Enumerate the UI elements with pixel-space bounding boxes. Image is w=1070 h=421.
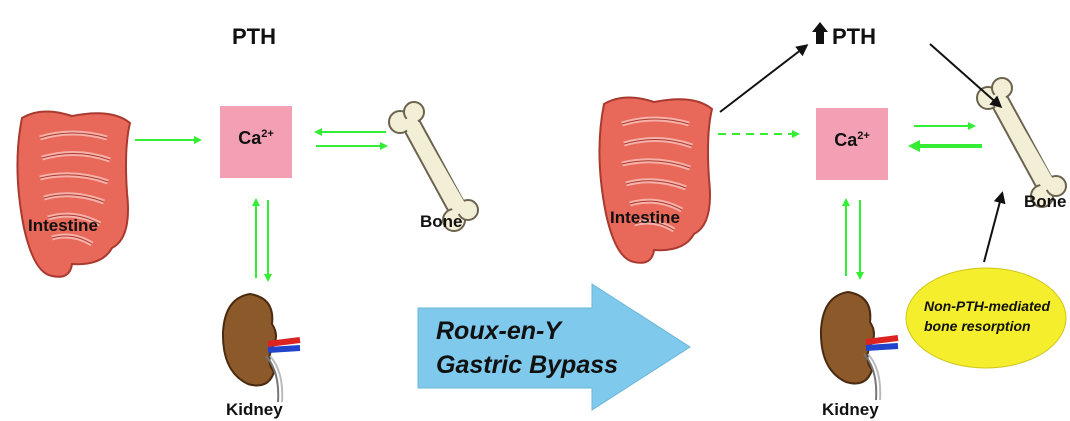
intestine-to-pth-arrow <box>720 46 806 112</box>
procedure-line-2: Gastric Bypass <box>436 348 618 382</box>
kidney-icon <box>821 292 898 400</box>
calcium-box: Ca2+ <box>816 108 888 180</box>
calcium-label: Ca2+ <box>816 130 888 151</box>
resorption-note-line-2: bone resorption <box>924 316 1050 336</box>
pth-label: PTH <box>232 24 276 50</box>
intestine-icon <box>599 97 712 262</box>
increase-icon <box>812 22 828 44</box>
resorption-note-line-1: Non-PTH-mediated <box>924 296 1050 316</box>
bone-label: Bone <box>420 212 463 232</box>
intestine-icon <box>17 111 130 276</box>
kidney-icon <box>223 294 300 402</box>
intestine-label: Intestine <box>610 208 680 228</box>
calcium-label: Ca2+ <box>220 128 292 149</box>
bone-label: Bone <box>1024 192 1067 212</box>
resorption-to-bone-arrow <box>984 194 1002 262</box>
pth-to-bone-arrow <box>930 44 1000 106</box>
procedure-line-1: Roux-en-Y <box>436 314 618 348</box>
intestine-label: Intestine <box>28 216 98 236</box>
calcium-box: Ca2+ <box>220 106 292 178</box>
kidney-label: Kidney <box>226 400 283 420</box>
pth-label: PTH <box>832 24 876 50</box>
procedure-label: Roux-en-Y Gastric Bypass <box>436 314 618 382</box>
resorption-note: Non-PTH-mediated bone resorption <box>924 296 1050 336</box>
kidney-label: Kidney <box>822 400 879 420</box>
